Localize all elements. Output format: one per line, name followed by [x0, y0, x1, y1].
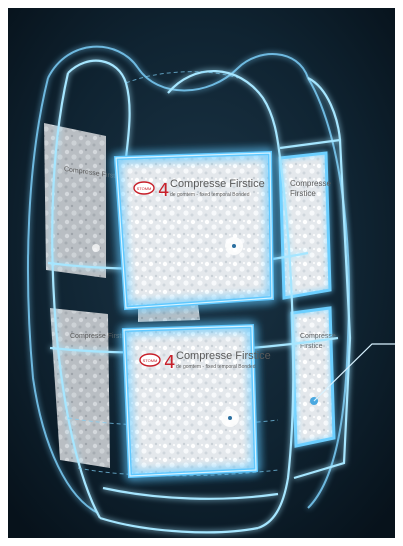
front-pack-upper-tagline: de gomtem - fixed temporal Bonded — [170, 192, 250, 198]
front-pack-upper-logo-text: STOMM — [137, 186, 152, 191]
side-pack-lower-right: Compresse Firstice — [292, 308, 336, 446]
snowflake-icon: 4 — [158, 180, 169, 201]
svg-text:Compresse: Compresse — [290, 179, 331, 188]
front-pack-lower-tagline: de gomtem - fixed temporal Bonded — [176, 364, 256, 370]
snowflake-icon: 4 — [164, 352, 175, 373]
front-pack-lower-brand: Compresse Firstice — [176, 350, 271, 362]
svg-text:Compresse Firstice: Compresse Firstice — [70, 333, 130, 340]
svg-text:Firstice: Firstice — [290, 189, 316, 198]
front-pack-upper: STOMM 4 Compresse Firstice de gomtem - f… — [116, 153, 272, 308]
front-pack-lower: STOMM 4 Compresse Firstice de gomtem - f… — [124, 326, 271, 476]
cooling-vest-illustration: Compresse Firstice Compresse Firstice Co… — [8, 8, 395, 538]
front-pack-upper-brand: Compresse Firstice — [170, 178, 265, 190]
front-pack-lower-logo-text: STOMM — [143, 358, 158, 363]
svg-text:Firstice: Firstice — [300, 343, 323, 350]
